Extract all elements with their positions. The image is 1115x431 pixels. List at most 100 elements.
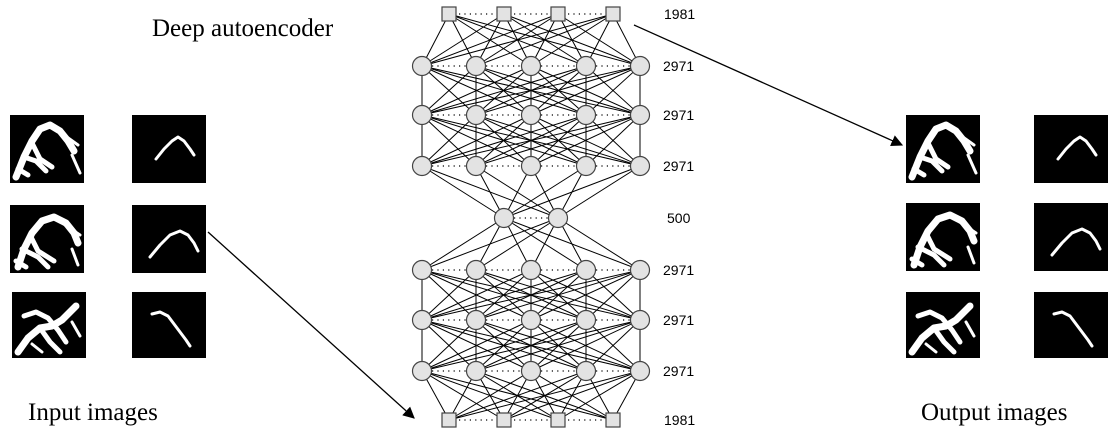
layer-unit-count: 2971 <box>663 107 694 123</box>
connection-edge <box>585 269 641 321</box>
diagram-title: Deep autoencoder <box>152 15 334 42</box>
hidden-unit-node <box>411 55 433 77</box>
connection-edge <box>475 65 641 116</box>
hidden-unit-node <box>629 104 651 126</box>
input-images-grid <box>10 115 206 358</box>
layer-unit-count: 2971 <box>663 158 694 174</box>
hidden-unit-node <box>575 259 597 281</box>
hidden-unit-node <box>465 155 487 177</box>
hidden-unit-node <box>411 259 433 281</box>
hidden-unit-node <box>493 207 515 229</box>
input-output-unit-node <box>605 6 621 22</box>
hidden-unit-node <box>520 360 542 382</box>
hidden-unit-node <box>465 259 487 281</box>
network-nodes <box>411 6 651 428</box>
input-output-unit-node <box>550 412 566 428</box>
hidden-unit-node <box>629 55 651 77</box>
output-image-hand-3 <box>906 292 980 358</box>
connection-edge <box>475 269 641 321</box>
connection-edge <box>421 319 641 372</box>
output-images-grid <box>906 115 1108 358</box>
hidden-unit-node <box>520 155 542 177</box>
layer-ellipsis-dots <box>432 13 630 421</box>
connection-edge <box>448 370 641 421</box>
input-image-path-1 <box>132 115 206 183</box>
hidden-unit-node <box>520 104 542 126</box>
connection-edge <box>448 370 532 421</box>
layer-unit-count: 2971 <box>663 363 694 379</box>
input-output-unit-node <box>441 412 457 428</box>
connection-edge <box>585 114 641 167</box>
connection-edge <box>421 269 587 321</box>
layer-unit-count: 2971 <box>663 58 694 74</box>
input-image-path-2 <box>132 205 206 273</box>
connection-edge <box>421 269 641 321</box>
connection-edge <box>557 370 641 421</box>
input-image-hand-2 <box>10 205 84 273</box>
connection-edge <box>530 319 641 372</box>
hidden-unit-node <box>411 309 433 331</box>
connection-edge <box>557 165 641 219</box>
connection-edge <box>557 217 641 271</box>
input-output-unit-node <box>496 6 512 22</box>
hidden-unit-node <box>465 309 487 331</box>
output-image-path-2 <box>1034 203 1108 271</box>
layer-unit-count: 2971 <box>663 312 694 328</box>
layer-unit-count: 1981 <box>664 6 695 22</box>
hidden-unit-node <box>411 360 433 382</box>
layer-unit-count: 2971 <box>663 262 694 278</box>
output-image-hand-2 <box>906 203 980 271</box>
input-arrow <box>207 231 415 419</box>
connection-edge <box>421 13 614 67</box>
hidden-unit-node <box>547 207 569 229</box>
connection-edge <box>421 114 641 167</box>
hidden-unit-node <box>629 155 651 177</box>
connection-edge <box>448 370 587 421</box>
connection-edge <box>421 114 477 167</box>
network-connections <box>421 13 641 421</box>
input-image-hand-1 <box>10 115 84 183</box>
connection-edge <box>421 319 477 372</box>
connection-edge <box>475 319 641 372</box>
connection-edge <box>421 319 532 372</box>
hidden-unit-node <box>629 360 651 382</box>
hidden-unit-node <box>411 104 433 126</box>
input-output-unit-node <box>496 412 512 428</box>
output-image-path-1 <box>1034 115 1108 183</box>
connection-edge <box>503 165 641 219</box>
input-output-unit-node <box>605 412 621 428</box>
connection-edge <box>475 217 559 271</box>
connection-edge <box>530 114 641 167</box>
connection-edge <box>475 13 614 67</box>
output-image-hand-1 <box>906 115 980 183</box>
hidden-unit-node <box>520 55 542 77</box>
hidden-unit-node <box>520 309 542 331</box>
input-image-path-3 <box>132 292 206 358</box>
connection-edge <box>530 269 641 321</box>
connection-edge <box>421 217 505 271</box>
output-images-label: Output images <box>921 399 1068 426</box>
connection-edge <box>421 217 559 271</box>
connection-edge <box>421 65 532 116</box>
connection-edge <box>585 319 641 372</box>
hidden-unit-node <box>575 55 597 77</box>
connection-edge <box>585 65 641 116</box>
connection-edge <box>421 319 587 372</box>
layer-unit-count: 500 <box>667 210 691 226</box>
hidden-unit-node <box>465 104 487 126</box>
hidden-unit-node <box>465 55 487 77</box>
connection-edge <box>503 165 587 219</box>
connection-edge <box>503 370 641 421</box>
hidden-unit-node <box>520 259 542 281</box>
connection-edge <box>421 165 505 219</box>
connection-edge <box>421 114 587 167</box>
hidden-unit-node <box>629 309 651 331</box>
output-image-path-3 <box>1034 292 1108 358</box>
connection-edge <box>421 269 477 321</box>
connection-edge <box>421 65 477 116</box>
connection-edge <box>421 13 559 67</box>
connection-edge <box>421 65 587 116</box>
connection-edge <box>421 13 505 67</box>
